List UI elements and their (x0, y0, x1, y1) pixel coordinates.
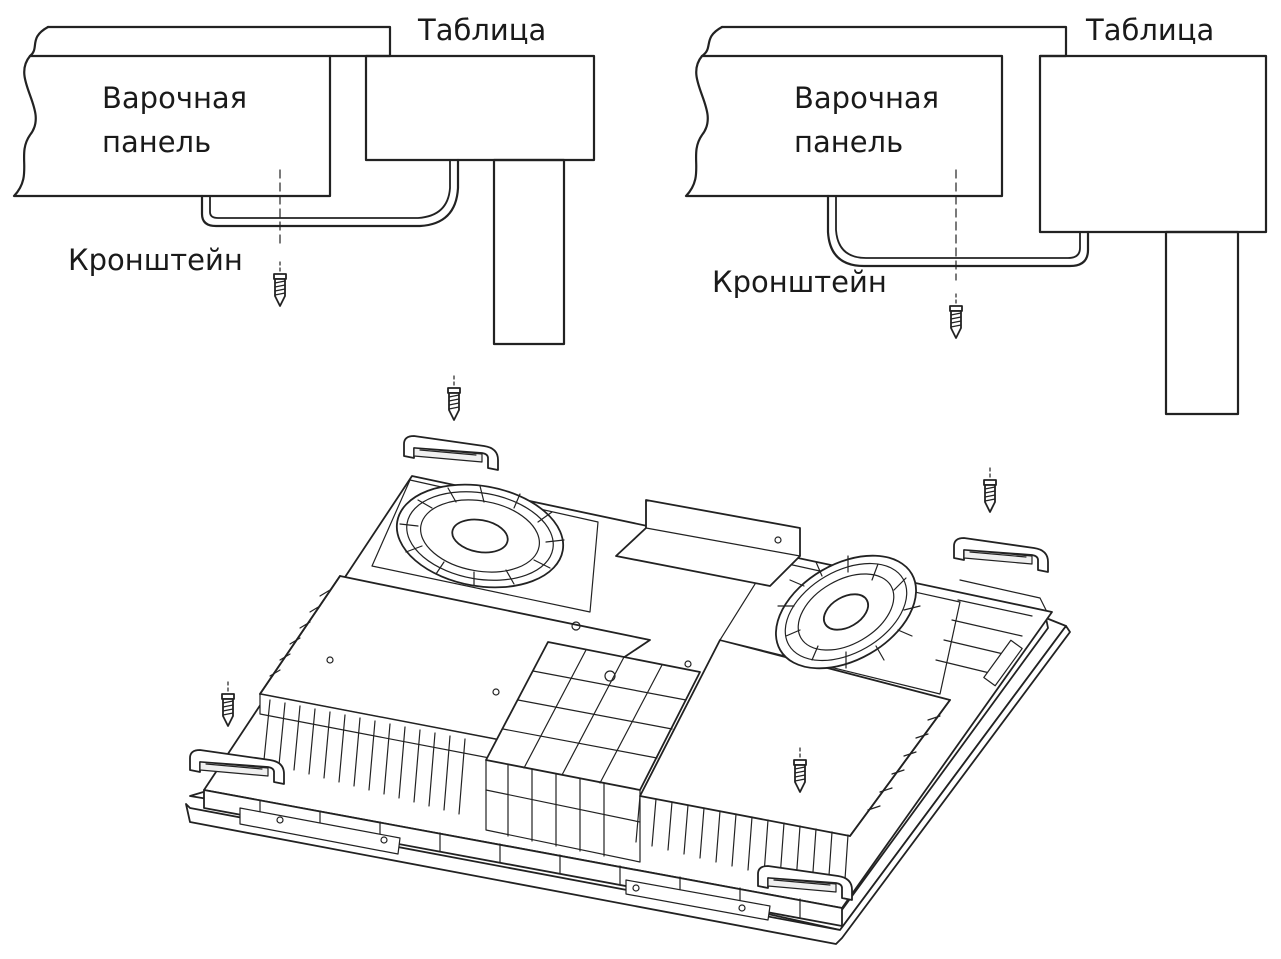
hob-underside-isometric (185, 475, 1071, 945)
screw-icon (983, 467, 997, 513)
screw-icon (273, 261, 287, 307)
screw-icon (221, 681, 235, 727)
right-table-label: Таблица (1085, 13, 1214, 47)
left-table-label: Таблица (417, 13, 546, 47)
left-hob-label-line2: панель (102, 125, 211, 159)
right-cross-section (684, 25, 1268, 416)
right-hob-label-line2: панель (794, 125, 903, 159)
cooling-fan (775, 554, 921, 670)
screw-icon (949, 293, 963, 339)
mounting-bracket (953, 537, 1049, 573)
screw-icon (447, 375, 461, 421)
left-hob-label-line1: Варочная (102, 81, 247, 115)
left-bracket-label: Кронштейн (68, 243, 243, 277)
mounting-bracket (403, 435, 499, 471)
right-hob-label-line1: Варочная (794, 81, 939, 115)
left-cross-section (12, 25, 596, 346)
cooling-fan (395, 483, 565, 589)
right-bracket-label: Кронштейн (712, 265, 887, 299)
